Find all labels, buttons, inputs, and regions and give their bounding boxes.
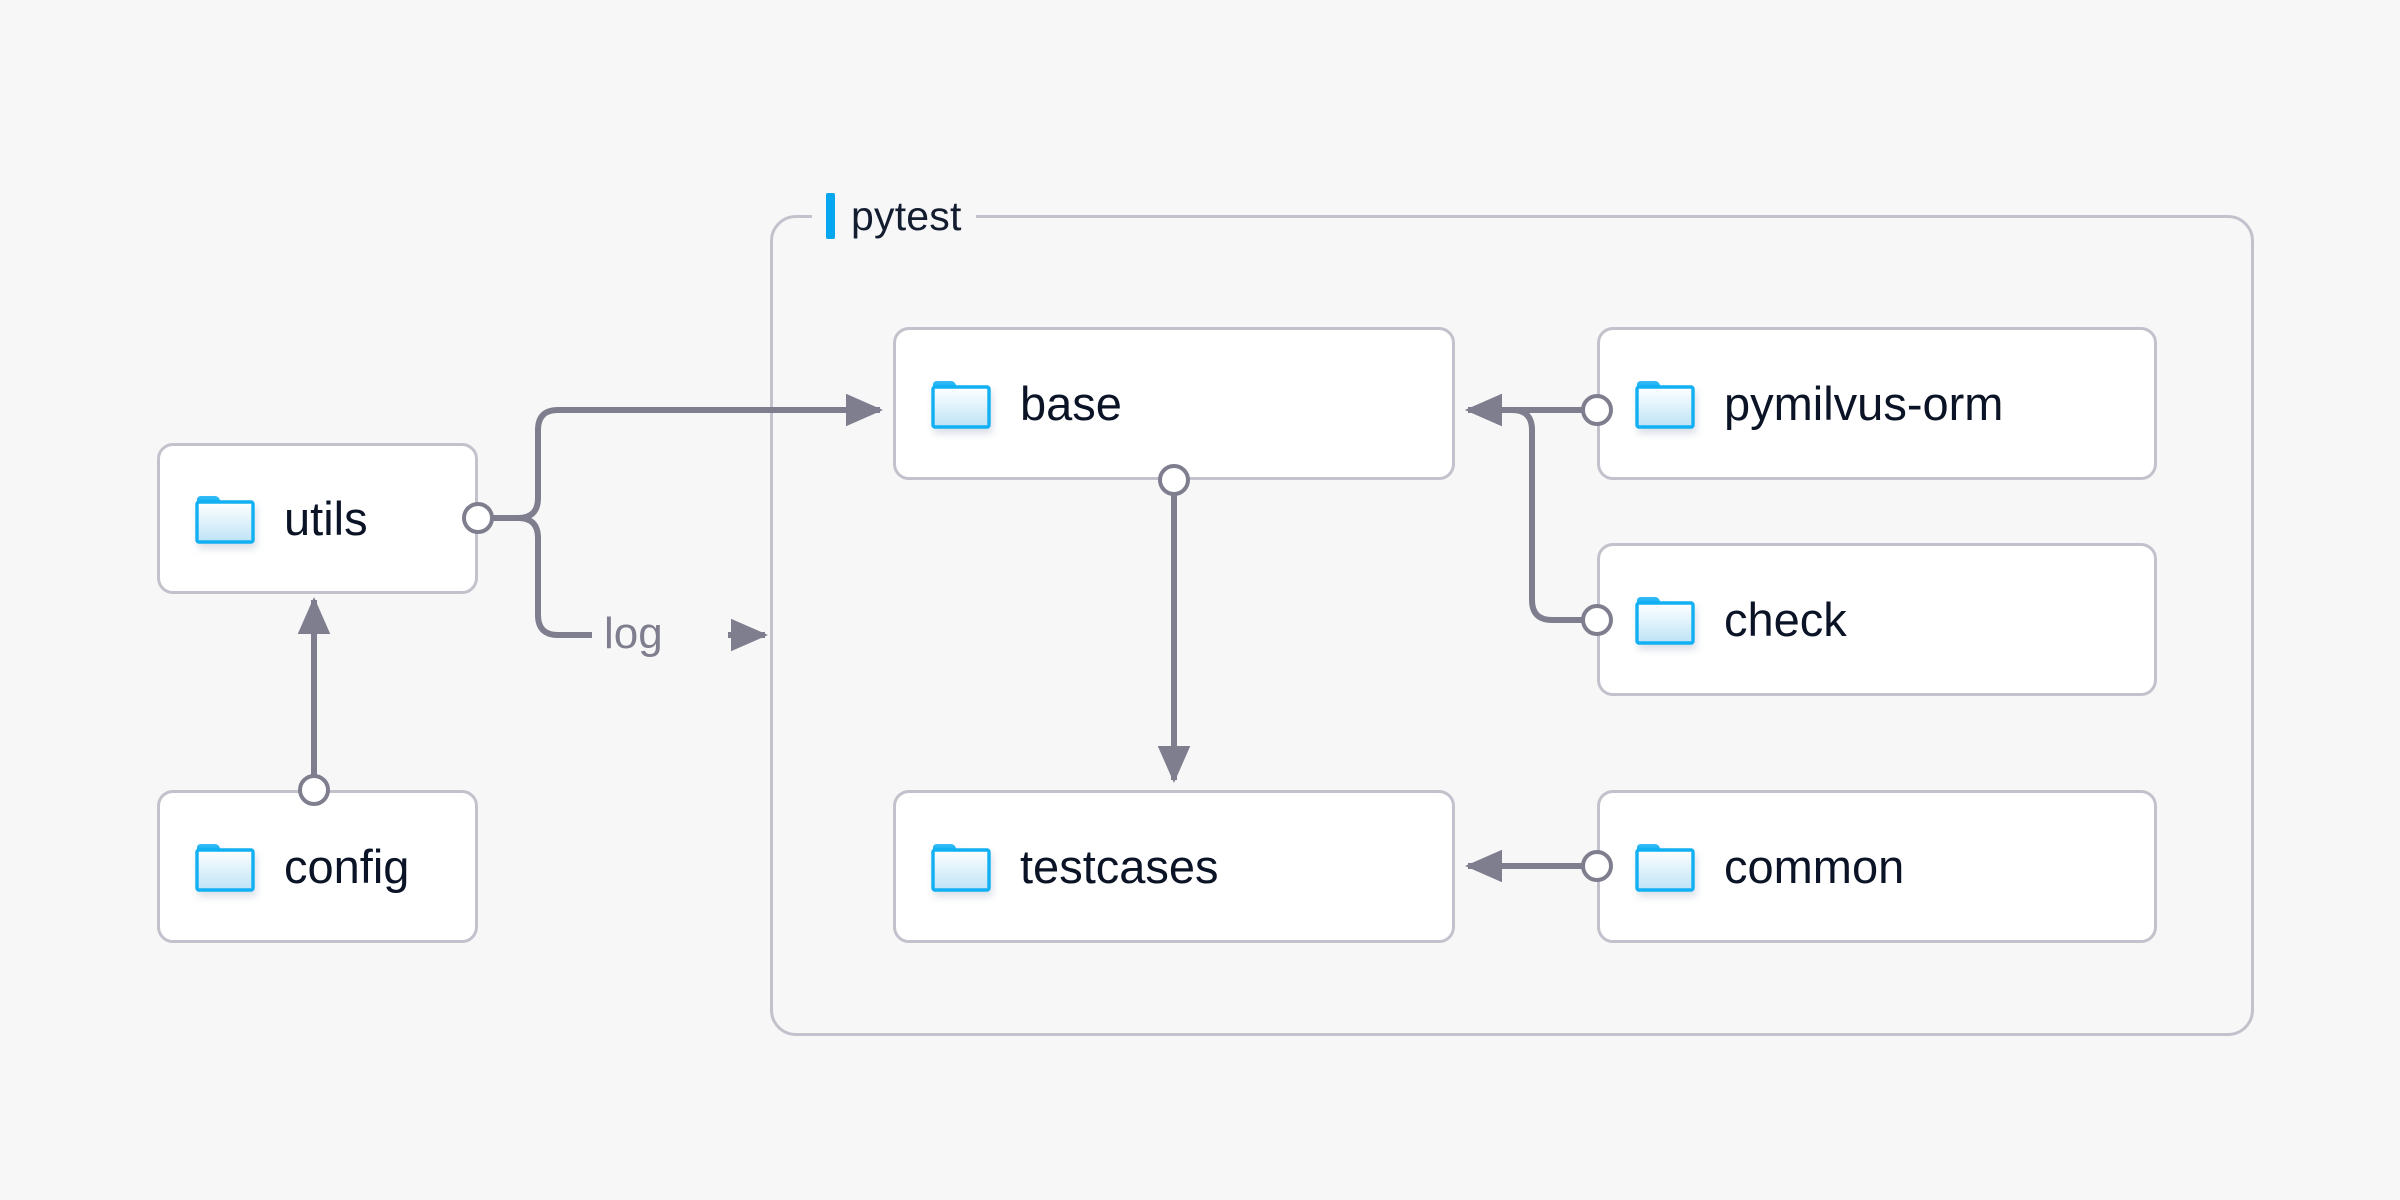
node-label: check	[1724, 593, 1847, 646]
node-check[interactable]: check	[1597, 543, 2157, 696]
edge-utils-base	[478, 393, 883, 521]
node-common[interactable]: common	[1597, 790, 2157, 943]
edge-utils-log	[478, 515, 592, 638]
folder-icon	[1634, 378, 1696, 430]
group-label-pytest[interactable]: pytest	[812, 188, 976, 244]
handle-check-left[interactable]	[1581, 604, 1613, 636]
folder-icon	[1634, 594, 1696, 646]
node-label: utils	[284, 492, 368, 545]
folder-icon	[194, 841, 256, 893]
handle-base-bottom[interactable]	[1158, 464, 1190, 496]
node-label: config	[284, 840, 410, 893]
folder-icon	[930, 841, 992, 893]
edge-check-base	[1465, 393, 1597, 623]
node-pymilvus-orm[interactable]: pymilvus-orm	[1597, 327, 2157, 480]
folder-icon	[1634, 841, 1696, 893]
handle-common-left[interactable]	[1581, 850, 1613, 882]
node-base[interactable]: base	[893, 327, 1455, 480]
node-utils[interactable]: utils	[157, 443, 478, 594]
node-label: pymilvus-orm	[1724, 377, 2004, 430]
folder-icon	[194, 493, 256, 545]
handle-utils-right[interactable]	[462, 502, 494, 534]
node-label: base	[1020, 377, 1122, 430]
handle-pymilvus-orm-left[interactable]	[1581, 394, 1613, 426]
node-testcases[interactable]: testcases	[893, 790, 1455, 943]
folder-icon	[930, 378, 992, 430]
node-label: testcases	[1020, 840, 1219, 893]
edge-label-log: log	[604, 609, 663, 658]
group-container-pytest[interactable]	[770, 215, 2254, 1036]
node-config[interactable]: config	[157, 790, 478, 943]
group-accent-bar	[826, 193, 835, 239]
handle-config-top[interactable]	[298, 774, 330, 806]
group-title: pytest	[851, 192, 962, 239]
node-label: common	[1724, 840, 1905, 893]
